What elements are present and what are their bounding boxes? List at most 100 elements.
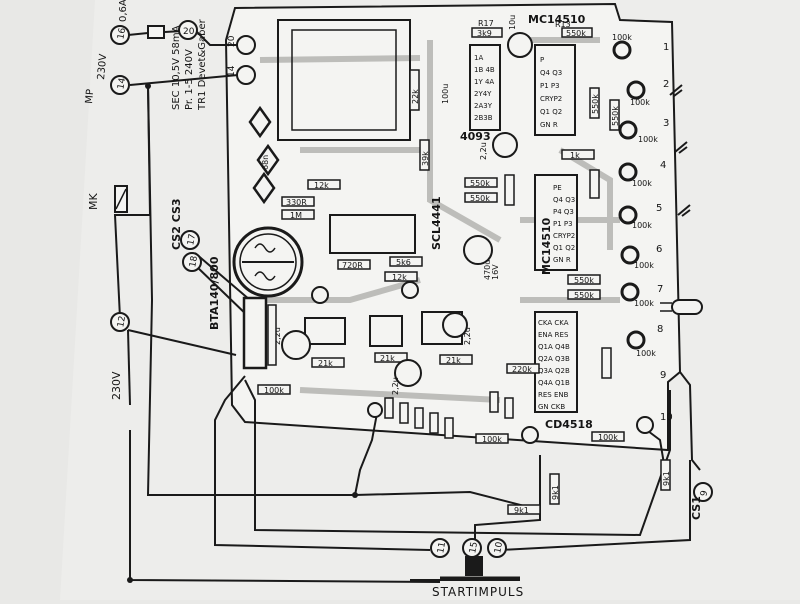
svg-text:2: 2 — [663, 79, 669, 90]
svg-text:100k: 100k — [612, 33, 632, 42]
svg-text:RES ENB: RES ENB — [538, 391, 569, 399]
svg-text:R17: R17 — [478, 19, 494, 28]
label-cs2-cs3: CS2 CS3 — [170, 198, 183, 250]
svg-text:9k1: 9k1 — [551, 485, 560, 500]
conn-10-ext: 10 — [493, 541, 505, 554]
svg-text:SEC 10,5V 58mA: SEC 10,5V 58mA — [171, 25, 182, 110]
regulators — [304, 311, 463, 347]
svg-text:7: 7 — [657, 284, 663, 295]
svg-text:12k: 12k — [392, 273, 407, 282]
svg-text:3: 3 — [663, 118, 669, 129]
svg-text:Q1 Q2: Q1 Q2 — [540, 108, 562, 116]
fuse-label: 0,6A — [118, 0, 129, 22]
svg-text:21k: 21k — [380, 354, 395, 363]
conn-11-ext: 11 — [436, 541, 448, 554]
svg-text:1Y 4A: 1Y 4A — [474, 78, 494, 86]
svg-text:21k: 21k — [446, 356, 461, 365]
svg-text:Q4 Q3: Q4 Q3 — [540, 69, 562, 77]
svg-text:550k: 550k — [591, 94, 600, 114]
connector-circles — [110, 20, 713, 558]
conn-17: 17 — [186, 233, 198, 246]
svg-text:P1 P3: P1 P3 — [553, 220, 573, 228]
svg-text:9k1: 9k1 — [514, 506, 529, 515]
relay-coil — [114, 185, 128, 213]
svg-text:2,2u: 2,2u — [479, 142, 488, 160]
triac — [242, 296, 277, 370]
svg-text:100k: 100k — [638, 135, 658, 144]
svg-text:39k: 39k — [421, 151, 430, 166]
svg-text:GN R: GN R — [553, 256, 571, 264]
conn-20-ext: 20 — [183, 27, 195, 37]
conn-9-ext: 9 — [699, 490, 710, 498]
svg-text:1M: 1M — [290, 211, 302, 220]
svg-text:2A3Y: 2A3Y — [474, 102, 493, 110]
svg-text:2,2u: 2,2u — [273, 327, 282, 345]
svg-text:16V: 16V — [491, 264, 500, 280]
supply-label-230-bottom: 230V — [110, 371, 123, 400]
svg-text:220k: 220k — [512, 365, 532, 374]
triac-label: BTA140/800 — [208, 256, 221, 330]
svg-text:100k: 100k — [630, 98, 650, 107]
external-wiring — [113, 29, 701, 583]
conn-15-ext: 15 — [468, 541, 480, 554]
test-points — [311, 281, 654, 444]
svg-text:Q4 Q3: Q4 Q3 — [553, 196, 575, 204]
svg-text:550k: 550k — [470, 179, 490, 188]
fuse — [147, 25, 165, 39]
svg-text:CD4518: CD4518 — [545, 418, 593, 431]
transformer — [232, 226, 304, 298]
svg-text:550k: 550k — [611, 106, 620, 126]
svg-text:100k: 100k — [264, 386, 284, 395]
svg-text:R13: R13 — [555, 20, 571, 29]
svg-text:9: 9 — [660, 370, 666, 381]
svg-text:PE: PE — [553, 184, 562, 192]
svg-text:Q2A Q3B: Q2A Q3B — [538, 355, 570, 363]
svg-text:2,2u: 2,2u — [463, 327, 472, 345]
svg-text:Q4A Q1B: Q4A Q1B — [538, 379, 570, 387]
svg-text:GN R: GN R — [540, 121, 558, 129]
svg-text:1k: 1k — [570, 151, 580, 160]
pad-20: 20 — [227, 35, 237, 47]
svg-text:1B 4B: 1B 4B — [474, 66, 495, 74]
led-pads — [612, 40, 646, 350]
label-cs1: CS1 — [690, 496, 703, 520]
svg-text:9k1: 9k1 — [662, 471, 671, 486]
svg-text:10u: 10u — [508, 15, 517, 30]
svg-text:100u: 100u — [441, 84, 450, 104]
junction-dots — [127, 83, 358, 583]
svg-text:1: 1 — [663, 42, 669, 53]
svg-text:Q3A Q2B: Q3A Q2B — [538, 367, 570, 375]
svg-text:100k: 100k — [634, 261, 654, 270]
conn-16: 16 — [116, 27, 128, 40]
relay-label: MK — [87, 193, 100, 210]
svg-text:5: 5 — [656, 203, 662, 214]
ic-u4: SCL4441 — [329, 196, 443, 254]
svg-text:330R: 330R — [286, 198, 307, 207]
svg-text:6: 6 — [656, 244, 662, 255]
svg-text:2Y4Y: 2Y4Y — [474, 90, 492, 98]
svg-text:100k: 100k — [482, 435, 502, 444]
svg-text:470u: 470u — [483, 260, 492, 280]
startimpuls-label: STARTIMPULS — [432, 585, 524, 599]
rectifier-diodes — [248, 105, 280, 205]
svg-text:Q1A Q4B: Q1A Q4B — [538, 343, 570, 351]
svg-text:MC14510: MC14510 — [528, 13, 586, 26]
svg-text:CKA CKA: CKA CKA — [538, 319, 569, 327]
svg-text:Q1 Q2: Q1 Q2 — [553, 244, 575, 252]
svg-text:68n: 68n — [261, 155, 270, 170]
svg-text:550k: 550k — [470, 194, 490, 203]
conn-12: 12 — [116, 315, 128, 328]
svg-text:MC14510: MC14510 — [540, 217, 553, 275]
start-button — [440, 556, 520, 580]
svg-text:100k: 100k — [632, 179, 652, 188]
svg-text:TR1 Devet&Gaber: TR1 Devet&Gaber — [197, 18, 208, 111]
resistor-bodies — [257, 27, 671, 515]
svg-text:P4 Q3: P4 Q3 — [553, 208, 574, 216]
transformer-info: TR1 Devet&Gaber Pr. 1-5 240V SEC 10,5V 5… — [171, 18, 208, 111]
svg-text:Pr. 1-5 240V: Pr. 1-5 240V — [184, 49, 195, 110]
svg-text:100k: 100k — [636, 349, 656, 358]
